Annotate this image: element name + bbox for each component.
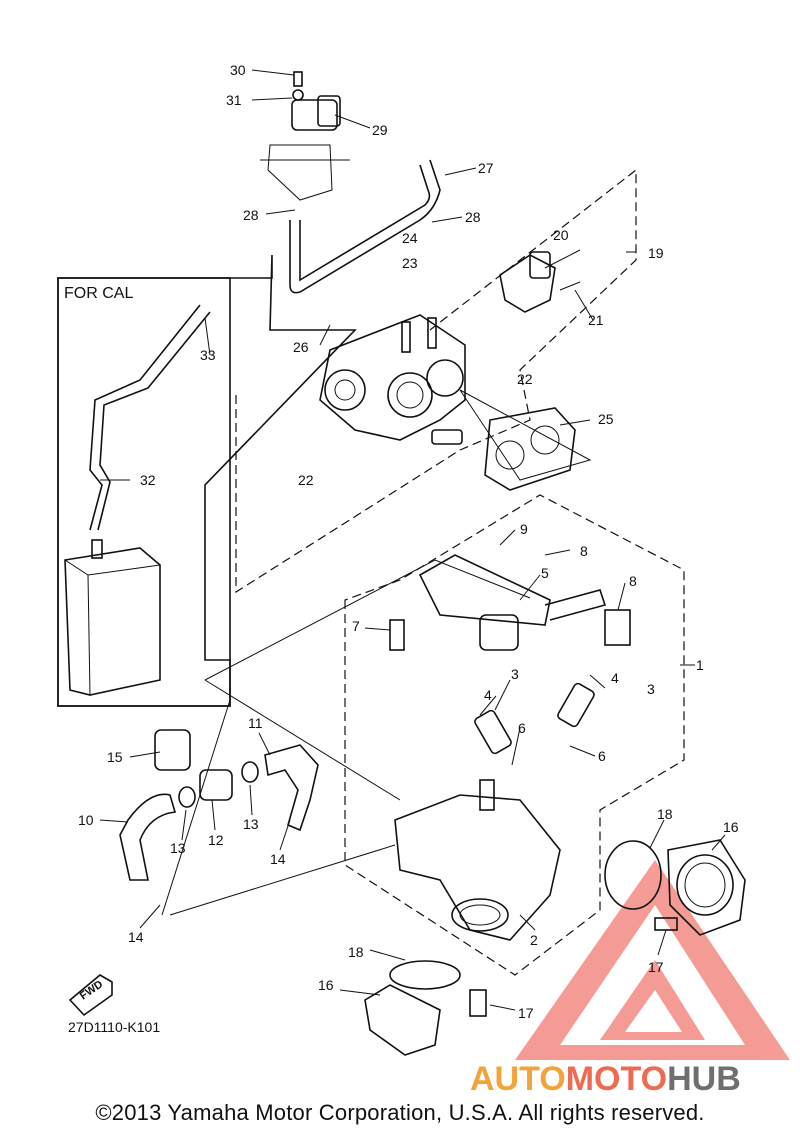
watermark-text: AUTOMOTOHUB xyxy=(470,1060,741,1098)
callout-27: 27 xyxy=(478,160,494,176)
callout-8a: 8 xyxy=(580,543,588,559)
clamp-15 xyxy=(154,729,191,771)
callout-16b: 16 xyxy=(318,977,334,993)
callout-33: 33 xyxy=(200,347,216,363)
bolt-7 xyxy=(389,619,405,651)
fwd-label: FWD xyxy=(78,978,105,1002)
callout-17b: 17 xyxy=(518,1005,534,1021)
drawing-code: 27D1110-K101 xyxy=(68,1019,160,1035)
callout-15: 15 xyxy=(107,749,123,765)
fuel-rail xyxy=(418,554,607,651)
callout-28b: 28 xyxy=(465,209,481,225)
callout-19: 19 xyxy=(648,245,664,261)
callout-28a: 28 xyxy=(243,207,259,223)
callout-14b: 14 xyxy=(128,929,144,945)
watermark-part-auto: AUTO xyxy=(470,1060,566,1098)
leader-lines xyxy=(99,69,726,1011)
joint-16-left xyxy=(364,984,441,1056)
callout-5: 5 xyxy=(541,565,549,581)
copyright-notice: ©2013 Yamaha Motor Corporation, U.S.A. A… xyxy=(95,1100,705,1125)
injector-group-outline xyxy=(344,494,685,976)
callout-23: 23 xyxy=(402,255,418,271)
callout-13a: 13 xyxy=(170,840,186,856)
gasket-25 xyxy=(484,407,576,491)
callout-21: 21 xyxy=(588,312,604,328)
injector-left xyxy=(474,709,512,755)
hose-11 xyxy=(264,744,319,832)
washer-13a xyxy=(178,786,196,808)
joint-16-right xyxy=(667,839,746,936)
callout-29: 29 xyxy=(372,122,388,138)
callout-4b: 4 xyxy=(611,670,619,686)
callout-30: 30 xyxy=(230,62,246,78)
callout-17a: 17 xyxy=(648,959,664,975)
callout-3a: 3 xyxy=(511,666,519,682)
callout-31: 31 xyxy=(226,92,242,108)
callout-18b: 18 xyxy=(348,944,364,960)
fwd-arrow: FWD xyxy=(68,974,113,1017)
clamp-18-right xyxy=(604,840,662,910)
callout-4a: 4 xyxy=(484,687,492,703)
watermark-logo xyxy=(515,860,790,1060)
callout-18a: 18 xyxy=(657,806,673,822)
throttle-group-outline xyxy=(235,168,637,594)
callout-24: 24 xyxy=(402,230,418,246)
fitting-12 xyxy=(199,769,233,801)
hose-32 xyxy=(89,304,211,531)
callout-2: 2 xyxy=(530,932,538,948)
canister xyxy=(64,539,161,696)
injector-right xyxy=(557,682,595,728)
callout-13b: 13 xyxy=(243,816,259,832)
callout-20: 20 xyxy=(553,227,569,243)
throttle-position-sensor xyxy=(499,251,581,313)
callout-22a: 22 xyxy=(517,371,533,387)
callout-16a: 16 xyxy=(723,819,739,835)
callout-22b: 22 xyxy=(298,472,314,488)
for-cal-label: FOR CAL xyxy=(64,285,133,302)
bolt-17-left xyxy=(469,989,487,1017)
callout-8b: 8 xyxy=(629,573,637,589)
callout-14a: 14 xyxy=(270,851,286,867)
callout-10: 10 xyxy=(78,812,94,828)
callout-3b: 3 xyxy=(647,681,655,697)
hose-10 xyxy=(119,793,177,881)
watermark-part-hub: HUB xyxy=(667,1060,741,1098)
callout-6b: 6 xyxy=(598,748,606,764)
callout-6a: 6 xyxy=(518,720,526,736)
clamp-18-left xyxy=(389,960,461,990)
watermark-part-moto: MOTO xyxy=(566,1060,667,1098)
for-cal-box: FOR CAL xyxy=(57,254,357,707)
callout-32: 32 xyxy=(140,472,156,488)
hose-27 xyxy=(289,159,441,294)
callout-12: 12 xyxy=(208,832,224,848)
callout-25: 25 xyxy=(598,411,614,427)
map-sensor xyxy=(260,71,350,201)
callout-1: 1 xyxy=(696,657,704,673)
washer-13b xyxy=(241,761,259,783)
intake-joint xyxy=(394,779,561,941)
throttle-body xyxy=(319,314,466,445)
callout-26: 26 xyxy=(293,339,309,355)
callout-11: 11 xyxy=(248,715,263,731)
callout-9: 9 xyxy=(520,521,528,537)
clip-8 xyxy=(604,609,631,646)
callout-7: 7 xyxy=(352,618,360,634)
